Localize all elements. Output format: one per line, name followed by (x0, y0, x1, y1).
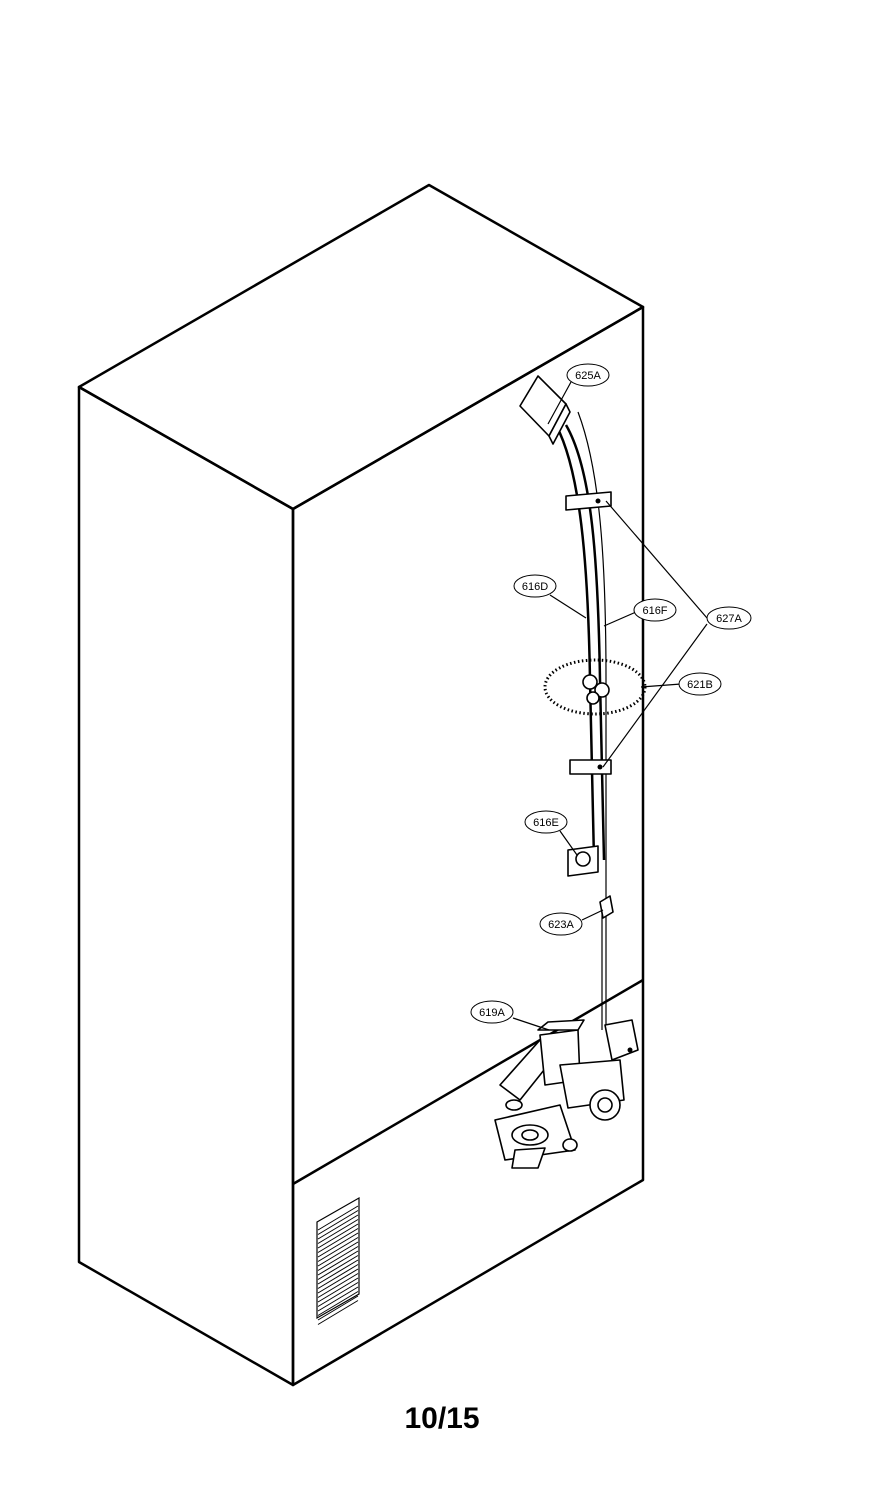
callout-616F: 616F (633, 598, 677, 622)
callout-623A: 623A (539, 912, 583, 936)
callout-619A: 619A (470, 1000, 514, 1024)
grille-slat (317, 1219, 359, 1244)
vent-grille (316, 1196, 360, 1325)
callout-label-623A: 623A (548, 919, 574, 931)
callout-label-625A: 625A (575, 370, 601, 382)
water-tubes (554, 411, 607, 1030)
callout-616D: 616D (513, 574, 557, 598)
callout-label-621B: 621B (687, 679, 713, 691)
grille-slat (317, 1232, 359, 1258)
callout-label-616D: 616D (522, 581, 548, 593)
grille-slat (317, 1259, 359, 1285)
grille-slat (317, 1264, 359, 1289)
grille-slat (317, 1228, 359, 1253)
grille-slat (317, 1291, 359, 1316)
grille-slat (317, 1286, 359, 1312)
grille-slat (317, 1300, 359, 1325)
grille-slat (317, 1282, 359, 1307)
grille-slat (317, 1277, 359, 1303)
callout-616E: 616E (524, 810, 568, 834)
part-616E (567, 845, 599, 877)
grille-slat (317, 1241, 359, 1267)
page-number: 10/15 (404, 1402, 480, 1435)
callout-627A: 627A (706, 606, 752, 630)
grille-slat (317, 1210, 359, 1235)
part-627A-clip-lower (569, 759, 612, 775)
part-619A-water-valve (494, 1019, 639, 1169)
grille-slat (317, 1295, 359, 1321)
part-627A-clip-upper (565, 491, 612, 511)
grille-slat (317, 1214, 359, 1240)
refrigerator-cabinet (77, 183, 645, 1387)
leader-lines (512, 381, 708, 1031)
part-621B (543, 658, 647, 716)
grille-slat (317, 1250, 359, 1276)
part-625A (519, 375, 571, 445)
callout-625A: 625A (566, 363, 610, 387)
callout-621B: 621B (678, 672, 722, 696)
grille-slat (317, 1255, 359, 1280)
grille-slat (317, 1268, 359, 1294)
part-623A (599, 895, 614, 919)
grille-slat (317, 1246, 359, 1271)
grille-slat (317, 1237, 359, 1262)
callout-label-627A: 627A (716, 613, 742, 625)
callout-label-616F: 616F (642, 605, 667, 617)
grille-slat (317, 1223, 359, 1249)
grille-slat (317, 1205, 359, 1231)
grille-slat (317, 1273, 359, 1298)
callout-label-619A: 619A (479, 1007, 505, 1019)
callout-label-616E: 616E (533, 817, 559, 829)
